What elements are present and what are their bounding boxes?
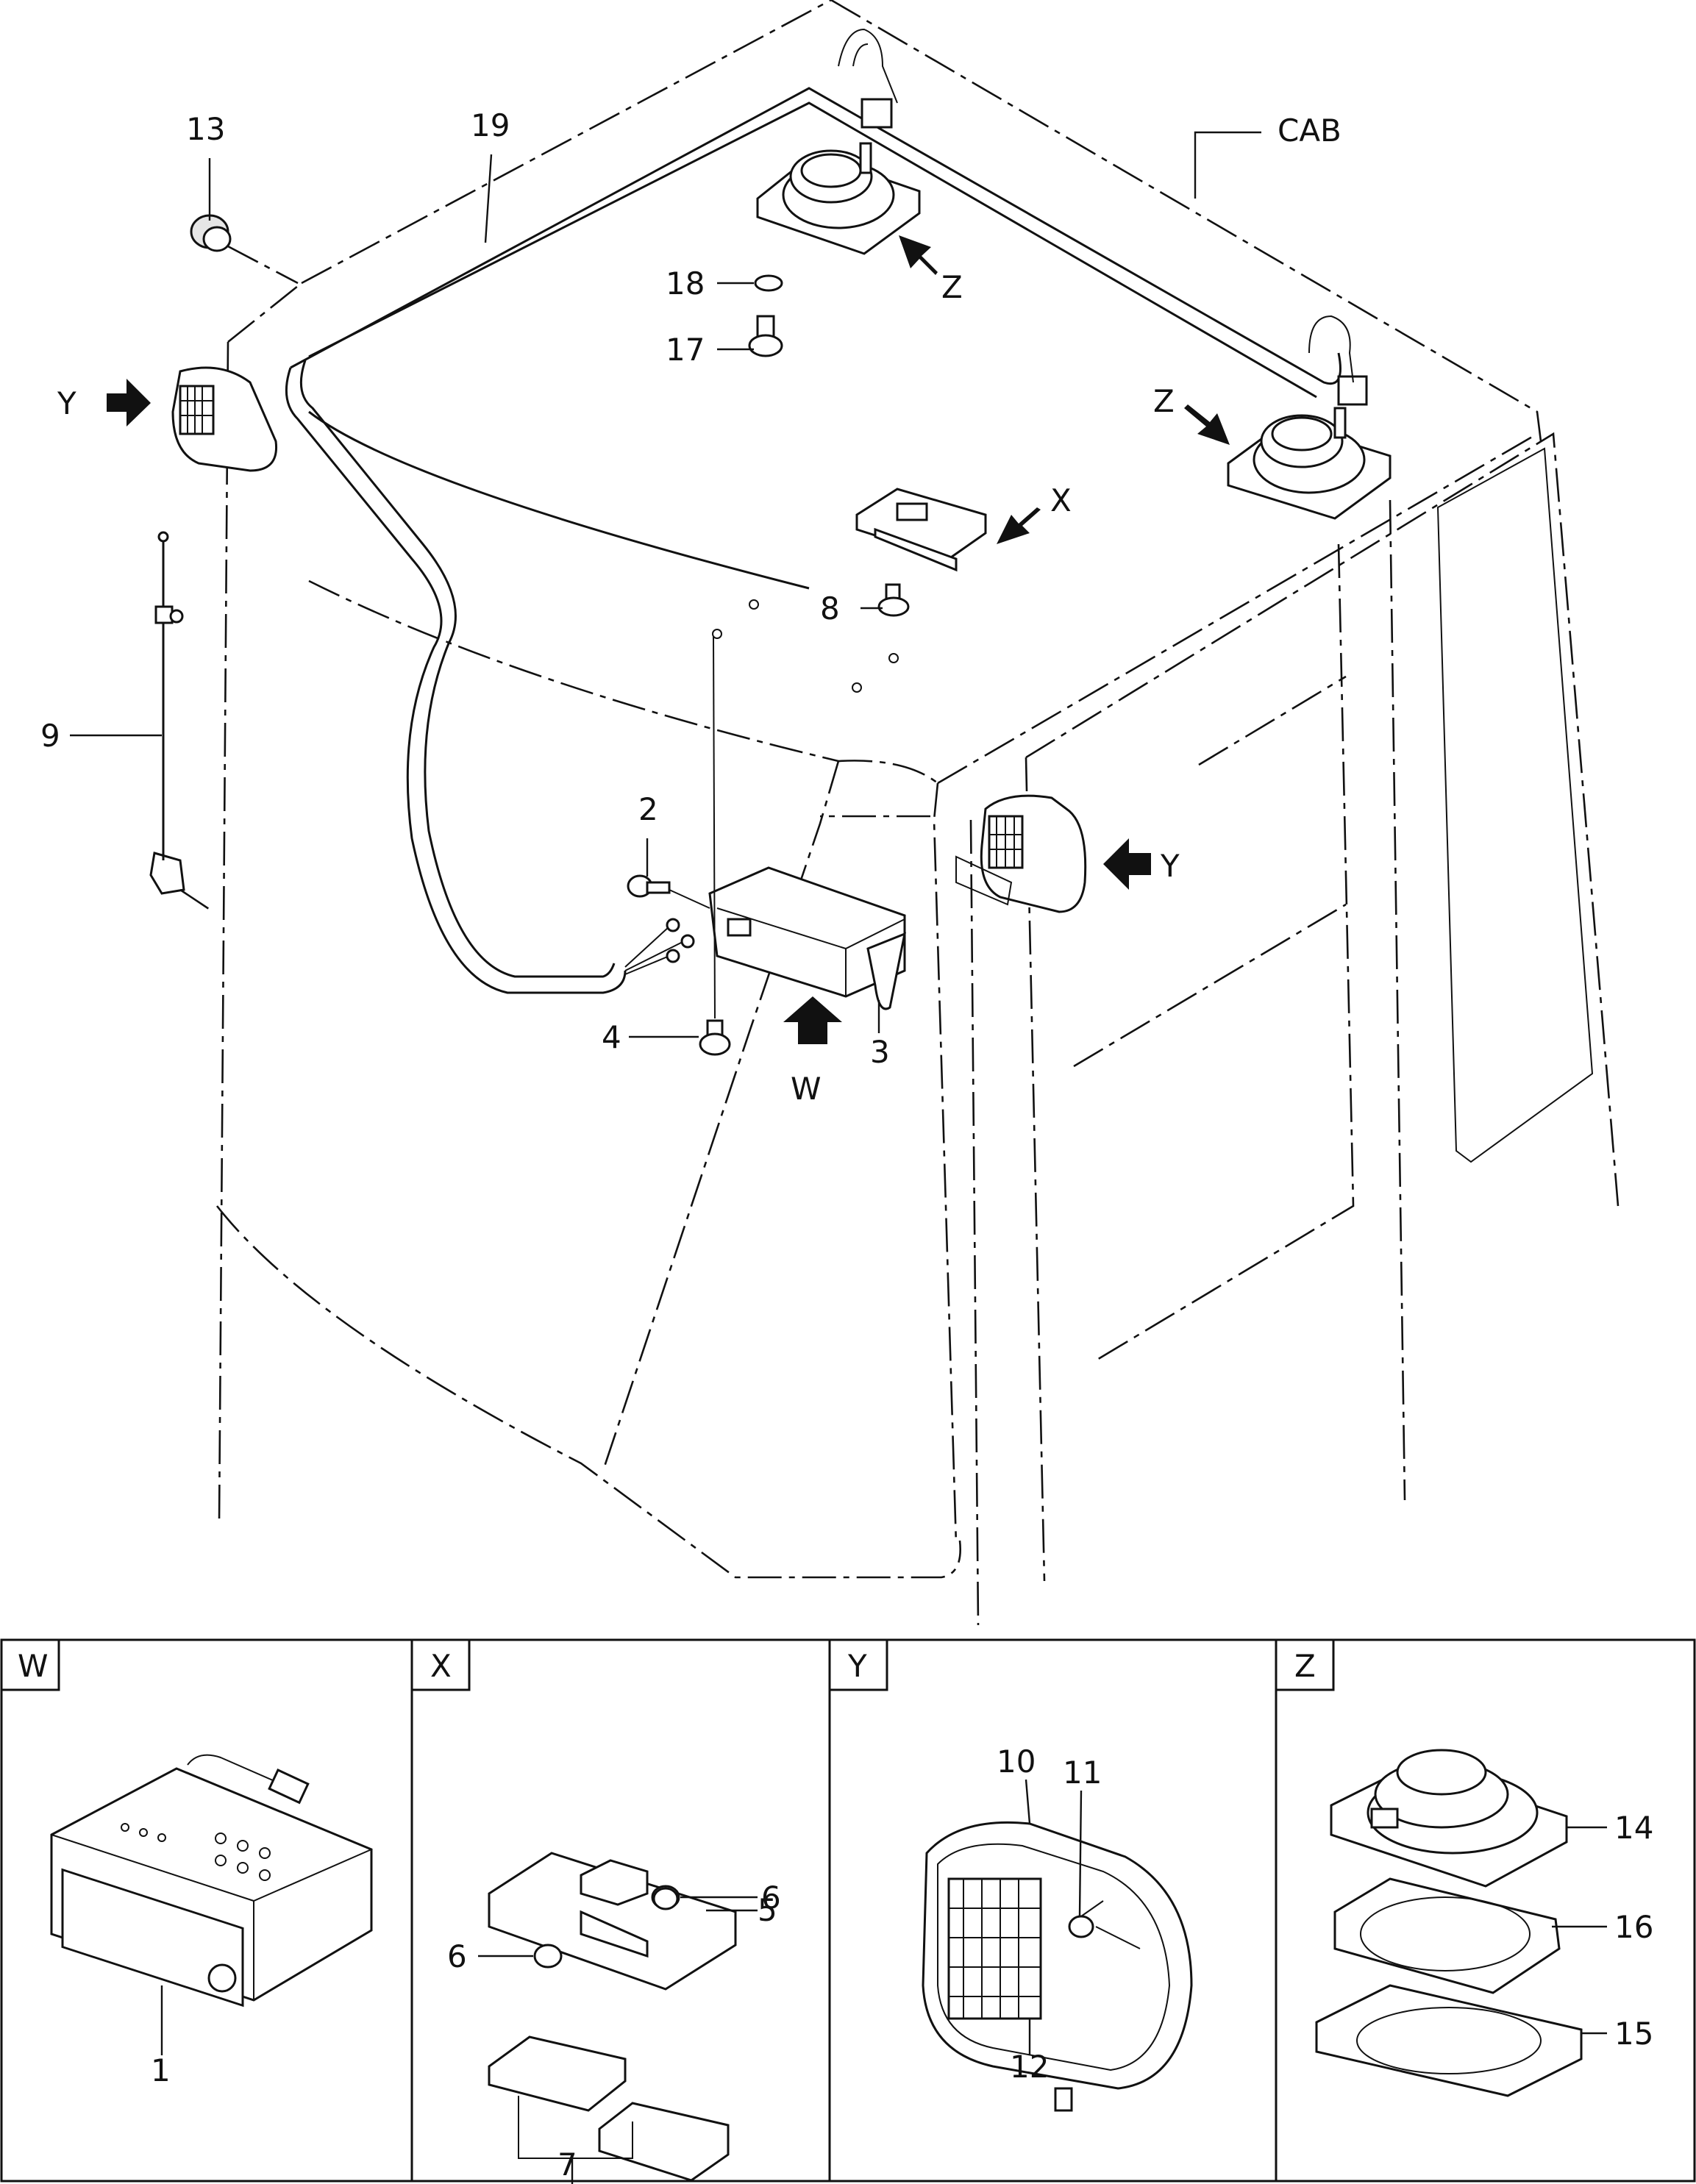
view-label-w: W <box>791 1071 822 1107</box>
screw-4 <box>699 1019 731 1056</box>
screw-2 <box>627 874 671 898</box>
panel-tag-x: X <box>430 1648 452 1684</box>
callout-15: 15 <box>1614 2016 1653 2052</box>
callout-cab: CAB <box>1278 113 1342 149</box>
antenna-9 <box>149 531 214 913</box>
callout-8: 8 <box>820 590 840 627</box>
speaker-right <box>1227 407 1392 520</box>
view-arrow-w <box>783 996 842 1044</box>
view-label-y-right: Y <box>1160 848 1180 884</box>
callout-16: 16 <box>1614 1909 1653 1945</box>
view-arrow-z-right <box>1184 404 1230 445</box>
view-label-x: X <box>1050 482 1072 518</box>
washer-18 <box>754 274 783 292</box>
callout-9: 9 <box>40 718 60 754</box>
callout-13: 13 <box>186 111 225 147</box>
callout-17: 17 <box>666 332 705 368</box>
view-arrow-y-right <box>1103 838 1151 890</box>
callout-3: 3 <box>870 1034 890 1070</box>
callout-14: 14 <box>1614 1810 1653 1846</box>
panel-tag-z: Z <box>1294 1648 1316 1684</box>
callout-19: 19 <box>471 107 510 143</box>
view-label-z-right: Z <box>1153 383 1175 419</box>
screw-8 <box>877 583 910 617</box>
callout-1: 1 <box>151 2052 171 2088</box>
screw-17 <box>748 315 783 357</box>
view-arrow-z-top <box>899 235 938 275</box>
callout-7: 7 <box>557 2146 577 2183</box>
view-arrow-y-left <box>107 379 151 427</box>
view-label-z-top: Z <box>941 269 963 305</box>
detail-panel-frame <box>0 1638 1696 2183</box>
work-light-left <box>171 366 278 472</box>
room-lamp-parts <box>478 1852 758 2184</box>
callout-10: 10 <box>997 1744 1036 1780</box>
callout-11: 11 <box>1063 1755 1102 1791</box>
main-leaders <box>70 154 883 1038</box>
panel-tag-w: W <box>18 1648 49 1684</box>
grommet-13 <box>190 214 299 285</box>
panel-tag-y: Y <box>847 1648 867 1684</box>
callout-labels: 13 19 CAB 18 17 8 9 2 4 3 Y Y Z Z X W W … <box>18 107 1653 2183</box>
radio-unit-1 <box>50 1754 373 2055</box>
callout-12: 12 <box>1010 2049 1049 2085</box>
room-lamp-x <box>855 488 987 572</box>
callout-5: 5 <box>758 1892 777 1928</box>
callout-2: 2 <box>638 791 658 827</box>
speaker-detail <box>1315 1749 1607 2097</box>
work-light-detail <box>922 1779 1193 2112</box>
view-label-y-left: Y <box>57 385 76 421</box>
harness-tube <box>285 28 1368 994</box>
work-light-right <box>955 794 1087 913</box>
view-arrow-x <box>997 507 1041 544</box>
callout-6b: 6 <box>761 1880 781 1916</box>
callout-18: 18 <box>666 265 705 301</box>
callout-6a: 6 <box>447 1938 467 1974</box>
speaker-top <box>756 142 921 255</box>
cab-outline <box>215 0 1620 1626</box>
radio-bracket-3 <box>708 866 907 1010</box>
callout-4: 4 <box>602 1019 621 1055</box>
